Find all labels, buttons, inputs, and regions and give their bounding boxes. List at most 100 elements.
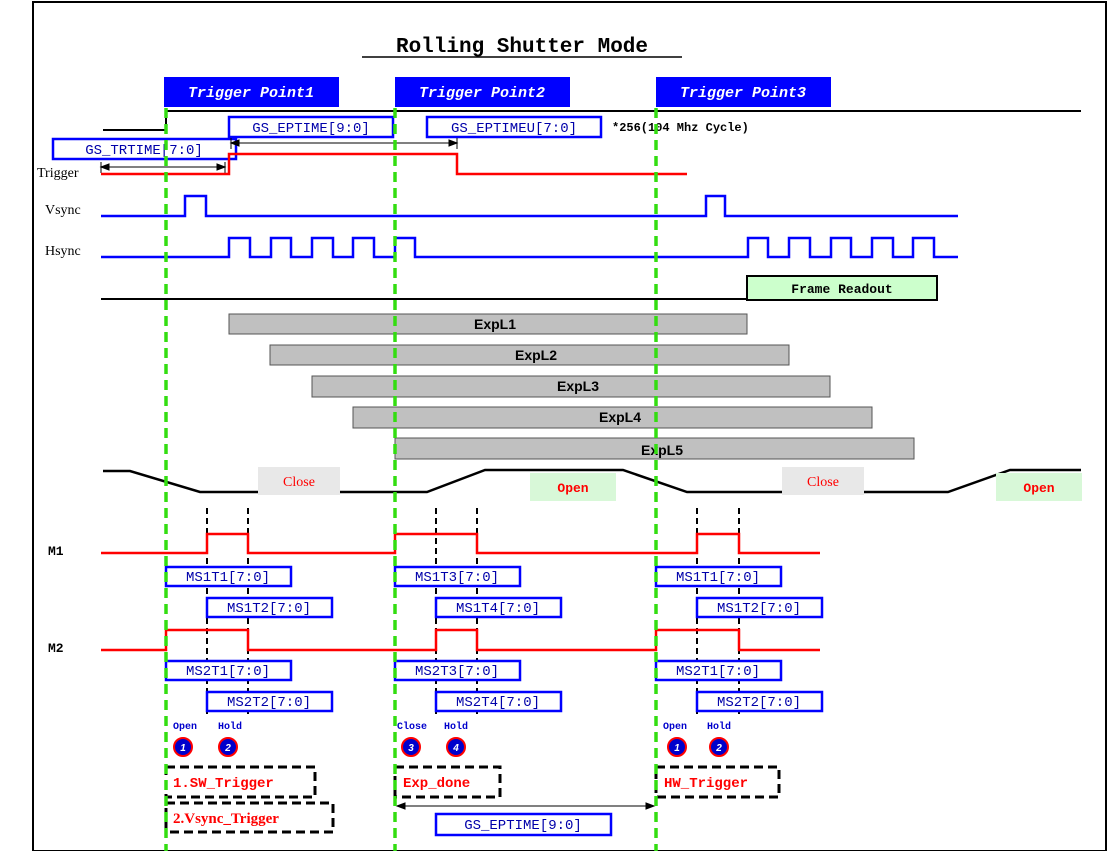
hsync-signal-label: Hsync [45, 244, 81, 259]
m2-timing-box-6: MS2T2[7:0] [695, 690, 824, 713]
gs-eptime-bottom-label: GS_EPTIME[9:0] [464, 818, 582, 834]
m2-timing-box-4-label: MS2T4[7:0] [456, 695, 540, 711]
step-badge-2-number: 2 [224, 743, 231, 754]
trigger-point-1-label: Trigger Point1 [188, 85, 314, 102]
m2-signal-label: M2 [48, 641, 64, 656]
vsync-trigger-label: 2.Vsync_Trigger [173, 811, 279, 827]
step-badge-5-number: 1 [674, 743, 680, 754]
m2-timing-box-3-label: MS2T3[7:0] [415, 664, 499, 680]
trigger-point-3: Trigger Point3 [656, 77, 831, 107]
trigger-point-1: Trigger Point1 [164, 77, 339, 107]
m1-timing-box-2: MS1T2[7:0] [205, 596, 334, 619]
step-badge-2: 2 [218, 737, 238, 757]
m1-signal-label: M1 [48, 544, 64, 559]
dimension-arrows [99, 138, 459, 173]
gs-eptime-bottom-register: GS_EPTIME[9:0] [434, 812, 613, 837]
m1-waveform [101, 532, 820, 555]
m1-timing-box-3: MS1T3[7:0] [393, 565, 522, 588]
frame-readout-label: Frame Readout [791, 282, 892, 297]
bottom-dimension-arrow [395, 802, 656, 810]
exposure-line-3: ExpL3 [311, 375, 831, 398]
trigger-waveform [101, 152, 687, 176]
m2-timing-box-4: MS2T4[7:0] [434, 690, 563, 713]
shutter-open-1-label: Open [557, 481, 588, 496]
vsync-waveform [101, 194, 958, 218]
step-badge-6-number: 2 [715, 743, 722, 754]
gs-eptime-register: GS_EPTIME[9:0] [227, 115, 395, 139]
step-label-2: Hold [218, 721, 242, 733]
gs-trtime-register: GS_TRTIME[7:0] [51, 137, 238, 161]
m2-timing-box-6-label: MS2T2[7:0] [717, 695, 801, 711]
sw-trigger-label: 1.SW_Trigger [173, 776, 274, 792]
shutter-open-2-label: Open [1023, 481, 1054, 496]
m2-timing-box-2-label: MS2T2[7:0] [227, 695, 311, 711]
shutter-close-1: Close [258, 467, 340, 495]
shutter-close-2: Close [782, 467, 864, 495]
exp-done-label: Exp_done [403, 776, 470, 792]
trigger-point-level-line [103, 110, 1081, 131]
m1-timing-box-6: MS1T2[7:0] [695, 596, 824, 619]
hw-trigger-box: HW_Trigger [654, 765, 781, 799]
shutter-state-waveform [103, 468, 1081, 494]
gs-trtime-label: GS_TRTIME[7:0] [85, 143, 203, 159]
sw-trigger-box: 1.SW_Trigger [164, 765, 317, 799]
m2-timing-box-5: MS2T1[7:0] [654, 659, 783, 682]
m1-timing-box-1-label: MS1T1[7:0] [186, 570, 270, 586]
m1-timing-box-2-label: MS1T2[7:0] [227, 601, 311, 617]
m1-timing-box-4: MS1T4[7:0] [434, 596, 563, 619]
cycle-note: *256(104 Mhz Cycle) [612, 121, 749, 135]
step-badge-3-number: 3 [408, 743, 414, 754]
m2-timing-box-5-label: MS2T1[7:0] [676, 664, 760, 680]
exposure-line-2: ExpL2 [269, 344, 790, 366]
m2-timing-box-1: MS2T1[7:0] [164, 659, 293, 682]
m2-timing-box-3: MS2T3[7:0] [393, 659, 522, 682]
step-badge-3: 3 [401, 737, 421, 757]
vsync-signal-label: Vsync [45, 203, 81, 218]
vsync-trigger-box: 2.Vsync_Trigger [164, 801, 335, 834]
hsync-waveform [101, 236, 958, 259]
frame-readout-box: Frame Readout [746, 275, 938, 301]
exp-done-box: Exp_done [393, 765, 502, 799]
step-badge-4: 4 [446, 737, 466, 757]
diagram-frame [32, 1, 1107, 851]
step-badge-5: 1 [667, 737, 687, 757]
shutter-close-2-label: Close [807, 475, 839, 490]
exposure-line-3-label: ExpL3 [557, 378, 599, 394]
step-label-5: Open [663, 722, 687, 733]
step-badge-1: 1 [173, 737, 193, 757]
step-label-3: Close [397, 721, 427, 733]
diagram-title: Rolling Shutter Mode [396, 36, 648, 59]
trigger-point-2: Trigger Point2 [395, 77, 570, 107]
m1-timing-box-6-label: MS1T2[7:0] [717, 601, 801, 617]
m2-timing-box-1-label: MS2T1[7:0] [186, 664, 270, 680]
shutter-close-1-label: Close [283, 475, 315, 490]
m1-timing-box-5-label: MS1T1[7:0] [676, 570, 760, 586]
step-badge-1-number: 1 [180, 743, 186, 754]
m2-waveform [101, 628, 820, 652]
m1-timing-box-1: MS1T1[7:0] [164, 565, 293, 588]
trigger-point-2-label: Trigger Point2 [419, 85, 545, 102]
step-label-1: Open [173, 722, 197, 733]
m1-timing-box-3-label: MS1T3[7:0] [415, 570, 499, 586]
step-label-4: Hold [444, 721, 468, 733]
m1-timing-box-4-label: MS1T4[7:0] [456, 601, 540, 617]
exposure-line-1: ExpL1 [228, 313, 748, 335]
step-badge-4-number: 4 [452, 743, 459, 754]
gs-eptimeu-label: GS_EPTIMEU[7:0] [451, 121, 577, 137]
step-label-6: Hold [707, 721, 731, 733]
hw-trigger-label: HW_Trigger [664, 776, 748, 792]
shutter-open-1: Open [530, 473, 616, 501]
exposure-line-4: ExpL4 [352, 406, 873, 429]
exposure-line-4-label: ExpL4 [599, 409, 641, 425]
trigger-guide-lines [164, 108, 658, 851]
step-badge-6: 2 [709, 737, 729, 757]
shutter-open-2: Open [996, 473, 1082, 501]
trigger-signal-label: Trigger [37, 166, 79, 181]
exposure-line-1-label: ExpL1 [474, 316, 516, 332]
step-labels: Open Hold Close Hold Open Hold [173, 721, 731, 733]
m1-timing-box-5: MS1T1[7:0] [654, 565, 783, 588]
trigger-point-3-label: Trigger Point3 [680, 85, 806, 102]
gs-eptime-label: GS_EPTIME[9:0] [252, 121, 370, 137]
gs-eptimeu-register: GS_EPTIMEU[7:0] [425, 115, 603, 139]
